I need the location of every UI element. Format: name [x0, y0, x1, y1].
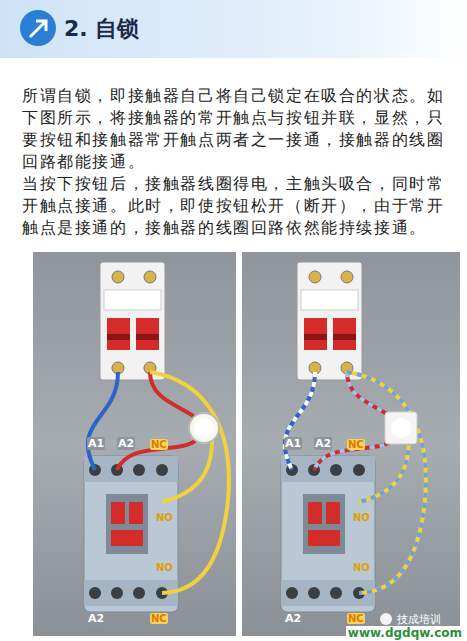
- paragraph: 所谓自锁，即接触器自己将自己锁定在吸合的状态。如下图所示，将接触器的常开触点与按…: [22, 85, 452, 173]
- terminal-label: A2: [87, 612, 105, 625]
- terminal-label: A2: [314, 437, 332, 450]
- contact-label: NC: [150, 439, 168, 450]
- watermark: 技成培训: [395, 612, 443, 627]
- paragraph: 当按下按钮后，接触器线圈得电，主触头吸合，同时常开触点接通。此时，即使按钮松开（…: [22, 173, 452, 239]
- contact-label: NO: [155, 512, 174, 523]
- contact-label: NO: [352, 562, 371, 573]
- watermark: www.dgdqw.com: [346, 626, 464, 640]
- contact-label: NC: [347, 439, 365, 450]
- terminal-label: A2: [117, 437, 135, 450]
- terminal-label: A1: [87, 437, 105, 450]
- section-title: 2. 自锁: [64, 14, 139, 44]
- terminal-label: A1: [284, 437, 302, 450]
- contact-label: NC: [347, 613, 365, 624]
- terminal-label: A2: [284, 612, 302, 625]
- contact-label: NC: [150, 613, 168, 624]
- contact-label: NO: [352, 512, 371, 523]
- contact-label: NO: [155, 562, 174, 573]
